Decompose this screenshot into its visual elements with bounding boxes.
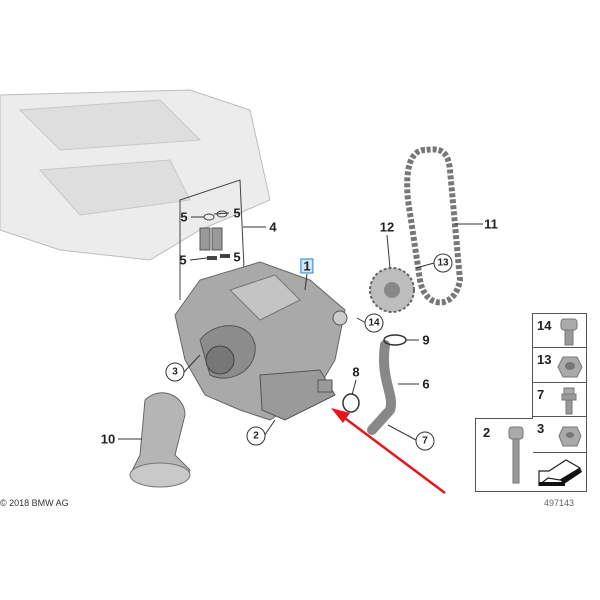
legend-item-7[interactable]: 7 [533,383,586,417]
legend-number: 14 [537,318,552,333]
legend-number: 3 [537,421,545,436]
oil-pipe [367,340,396,435]
callout-5[interactable]: 5 [233,205,241,221]
legend-number: 13 [537,352,552,367]
callout-10[interactable]: 10 [100,431,116,447]
callout-1-highlighted[interactable]: 1 [300,258,314,274]
chain [404,146,464,306]
callout-4[interactable]: 4 [269,219,277,235]
legend-item-3[interactable]: 3 [533,417,586,453]
callout-13[interactable]: 13 [433,253,453,273]
leader-lines [118,212,483,441]
long-bolt-icon [508,426,524,484]
callout-5[interactable]: 5 [180,209,188,225]
arrow-icon [538,459,582,487]
callout-11[interactable]: 11 [484,216,498,232]
callout-14[interactable]: 14 [364,313,384,333]
callout-9[interactable]: 9 [422,332,430,348]
callout-8[interactable]: 8 [352,364,360,380]
legend-item-14[interactable]: 14 [533,314,586,348]
callout-5[interactable]: 5 [233,249,241,265]
callout-6[interactable]: 6 [422,376,430,392]
legend-item-2[interactable]: 2 [475,418,533,492]
stud-bolt-icon [561,387,577,415]
diagram-number: 497143 [544,498,575,508]
callout-5[interactable]: 5 [179,252,187,268]
legend-number: 7 [537,387,545,402]
group-bracket [179,179,246,300]
legend-number: 2 [483,425,491,440]
nut-icon [558,426,582,447]
callout-12[interactable]: 12 [379,219,395,235]
callout-7[interactable]: 7 [415,431,435,451]
red-arrow [341,414,446,495]
callout-3[interactable]: 3 [165,362,185,382]
hardware-legend: 14 13 7 3 [532,313,587,492]
legend-item-13[interactable]: 13 [533,348,586,383]
callout-2[interactable]: 2 [246,426,266,446]
legend-direction [533,453,586,491]
copyright: © 2018 BMW AG [0,498,69,508]
hex-nut-icon [557,356,583,378]
bolt-icon [560,318,578,346]
red-arrowhead [331,408,350,423]
